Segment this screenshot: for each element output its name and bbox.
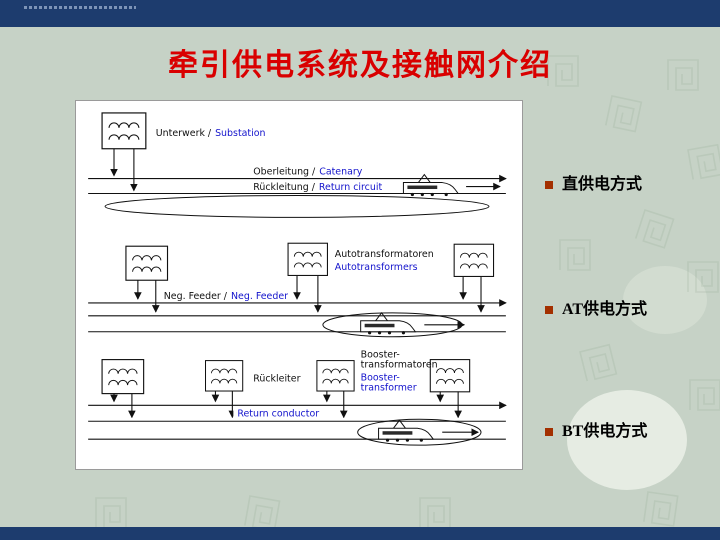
bullet-item-bt: BT供电方式: [545, 424, 647, 440]
booster-transformer-label-en2: transformer: [361, 382, 417, 393]
autotransformer-icon: [287, 242, 328, 276]
rueckleiter-label: Rückleiter: [253, 373, 300, 384]
bt-feeding-section: Booster- transformatoren Rückleiter Boos…: [88, 350, 507, 446]
return-conductor-label: Return conductor: [237, 408, 319, 419]
bullet-item-direct: 直供电方式: [545, 177, 642, 193]
train-icon: [378, 419, 434, 443]
bullet-label: AT供电方式: [562, 301, 648, 318]
return-circuit-label: Rückleitung /Return circuit: [253, 182, 382, 193]
slide-title: 牵引供电系统及接触网介绍: [168, 49, 552, 82]
bullet-square-icon: [545, 428, 553, 436]
bottom-bar: [0, 527, 720, 540]
bullet-square-icon: [545, 306, 553, 314]
cloud-motif: [567, 390, 687, 490]
booster-transformers-label-de2: transformatoren: [361, 360, 438, 371]
bullet-item-at: AT供电方式: [545, 302, 647, 318]
booster-transformer-label-en: Booster-: [361, 372, 400, 383]
train-icon: [402, 174, 459, 197]
substation-transformer-icon: [101, 359, 145, 395]
substation-transformer-icon: [125, 245, 169, 281]
autotransformers-label-de: Autotransformatoren: [335, 249, 434, 260]
top-bar: [0, 0, 720, 27]
cloud-motif: [623, 266, 707, 334]
bullet-label: 直供电方式: [562, 176, 643, 193]
watermark-text: [24, 6, 136, 9]
neg-feeder-label: Neg. Feeder /Neg. Feeder: [164, 291, 288, 302]
autotransformers-label-en: Autotransformers: [335, 262, 418, 273]
booster-transformer-icon: [316, 360, 355, 392]
booster-transformer-icon: [205, 360, 244, 392]
bullet-square-icon: [545, 181, 553, 189]
booster-transformers-label-de: Booster-: [361, 350, 400, 361]
substation-label: Unterwerk /Substation: [156, 128, 266, 139]
autotransformer-icon: [453, 243, 495, 277]
label-backing: [233, 407, 327, 419]
bullet-label: BT供电方式: [562, 423, 648, 440]
power-supply-diagram: Unterwerk /Substation Oberleitung /Caten…: [88, 112, 507, 446]
current-loop-ellipse: [357, 418, 482, 446]
diagram-panel: Unterwerk /Substation Oberleitung /Caten…: [75, 100, 523, 470]
at-feeding-section: Autotransformatoren Autotransformers Neg…: [88, 242, 507, 338]
catenary-label: Oberleitung /Catenary: [253, 167, 363, 178]
current-loop-ellipse: [104, 194, 490, 218]
substation-transformer-icon: [101, 112, 147, 150]
direct-feeding-section: Unterwerk /Substation Oberleitung /Caten…: [88, 112, 507, 218]
